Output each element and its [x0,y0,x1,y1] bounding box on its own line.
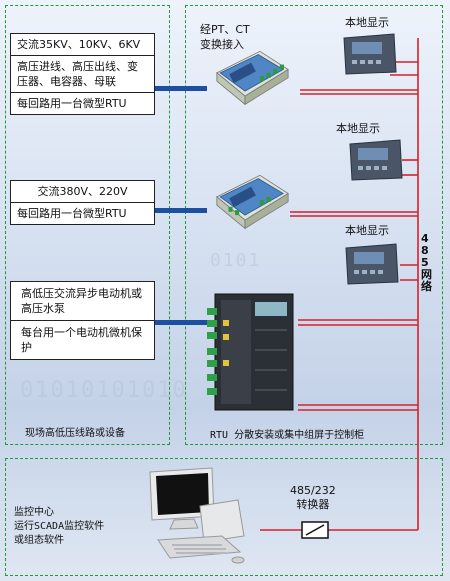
lv-rtu-row: 每回路用一台微型RTU [17,207,127,220]
field-equipment-group [5,5,170,445]
monitor-label-line-1: 监控中心 [14,507,54,518]
lv-circuit-box: 交流380V、220V 每回路用一台微型RTU [10,180,155,225]
485-network-label: 485网络 [421,232,432,293]
rtu-cabinet-caption: RTU 分散安装或集中组屏于控制柜 [210,430,365,441]
hv-circuit-box: 交流35KV、10KV、6KV 高压进线、高压出线、变压器、电容器、母联 每回路… [10,33,155,115]
hv-voltage-row: 交流35KV、10KV、6KV [11,34,154,56]
monitor-label-line-2: 运行SCADA监控软件 [14,521,105,532]
motor-circuit-box: 高低压交流异步电动机或高压水泵 每台用一个电动机微机保护 [10,281,155,360]
motor-protection-device [207,293,294,411]
link-connector-3 [155,320,207,325]
local-display-device-1 [343,33,397,75]
link-connector-1 [155,86,207,91]
background-binary-text: 01010101010 [20,378,188,403]
monitoring-center-group [5,458,443,576]
hv-rtu-row: 每回路用一台微型RTU [17,97,127,110]
local-display-label-2: 本地显示 [336,122,380,135]
hv-equipment-row: 高压进线、高压出线、变压器、电容器、母联 [11,56,154,93]
local-display-label-3: 本地显示 [345,224,389,237]
workstation-computer-icon [149,467,245,564]
local-display-device-3 [345,243,399,285]
converter-label-line-1: 485/232 [290,484,336,497]
local-display-label-1: 本地显示 [345,16,389,29]
monitoring-center-label: 监控中心 运行SCADA监控软件 或组态软件 [14,506,104,548]
converter-label: 485/232 转换器 [290,484,336,512]
field-equipment-caption: 现场高低压线路或设备 [25,428,125,439]
micro-rtu-device-1 [216,50,289,106]
485-232-converter-icon [301,521,329,539]
motor-type-row: 高低压交流异步电动机或高压水泵 [11,282,154,321]
pt-ct-label: 经PT、CT 变换接入 [200,23,250,51]
local-display-device-2 [349,139,403,181]
lv-voltage-row: 交流380V、220V [11,181,154,203]
monitor-label-line-3: 或组态软件 [14,535,64,546]
micro-rtu-device-2 [216,174,289,230]
rtu-cabinet-group [185,5,443,445]
converter-label-line-2: 转换器 [296,498,330,511]
background-binary-text: 0101 [210,250,262,271]
link-connector-2 [155,208,207,213]
motor-protection-row: 每台用一个电动机微机保护 [21,326,142,354]
